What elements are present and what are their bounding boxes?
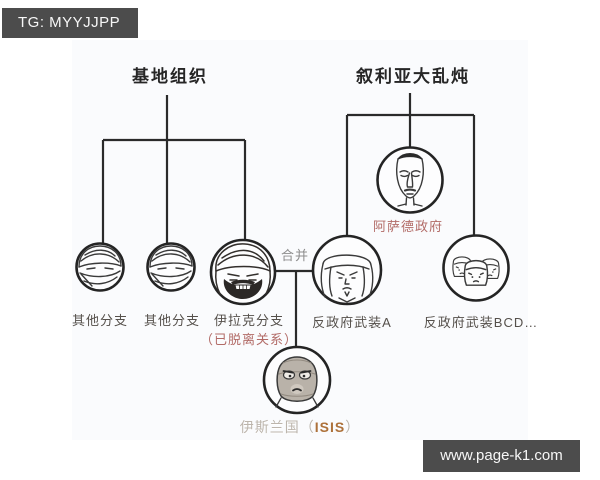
isis-label-cn: 伊斯兰国 bbox=[239, 419, 300, 435]
node-rebel-bcd-label: 反政府武装BCD… bbox=[423, 315, 539, 330]
merge-label: 合并 bbox=[280, 248, 310, 263]
group-title-alqaeda: 基地组织 bbox=[132, 67, 208, 86]
alqaeda-tree-lines bbox=[101, 95, 247, 243]
node-isis-avatar bbox=[262, 345, 332, 415]
node-iraq-label: 伊拉克分支 bbox=[213, 313, 285, 328]
connector-lines bbox=[101, 93, 476, 346]
node-assad-avatar bbox=[376, 146, 444, 214]
telegram-watermark: TG: MYYJJPP bbox=[2, 8, 138, 38]
node-isis-label: 伊斯兰国（ISIS） bbox=[240, 417, 360, 437]
merge-lines bbox=[276, 269, 312, 346]
node-iraq-branch-avatar bbox=[209, 238, 277, 306]
node-branch1-label: 其他分支 bbox=[71, 313, 129, 328]
node-branch2-label: 其他分支 bbox=[143, 313, 201, 328]
isis-label-en: ISIS bbox=[314, 419, 346, 435]
node-branch2-avatar bbox=[146, 242, 196, 292]
node-rebel-bcd-avatar bbox=[442, 234, 510, 302]
node-rebel-a-avatar bbox=[311, 234, 383, 306]
node-branch1-avatar bbox=[75, 242, 125, 292]
syria-tree-lines bbox=[345, 93, 476, 235]
node-iraq-sublabel: （已脱离关系） bbox=[199, 332, 299, 347]
isis-paren-open: （ bbox=[299, 419, 315, 435]
node-assad-label: 阿萨德政府 bbox=[372, 219, 444, 234]
isis-paren-close: ） bbox=[345, 419, 361, 435]
website-watermark: www.page-k1.com bbox=[423, 440, 580, 472]
node-rebel-a-label: 反政府武装A bbox=[312, 315, 392, 330]
group-title-syria: 叙利亚大乱炖 bbox=[356, 67, 470, 86]
